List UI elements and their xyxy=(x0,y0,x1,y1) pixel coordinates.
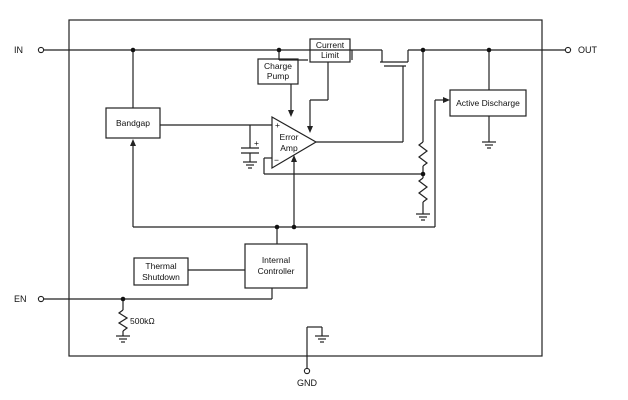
internal-controller-block xyxy=(244,243,308,289)
out-pin-terminal xyxy=(564,46,572,54)
cap-plus-sign: + xyxy=(254,138,259,148)
divider-r2 xyxy=(418,177,428,203)
in-pin-label: IN xyxy=(14,45,23,55)
error-amp-label-1: Error xyxy=(280,132,299,142)
thermal-shutdown-label-1: Thermal xyxy=(145,261,176,271)
pulldown-resistor-label: 500kΩ xyxy=(130,316,155,326)
junction-dot xyxy=(274,224,280,230)
en-pin-label: EN xyxy=(14,294,27,304)
active-discharge-label: Active Discharge xyxy=(456,98,520,108)
thermal-shutdown-label-2: Shutdown xyxy=(142,272,180,282)
thermal-shutdown-block xyxy=(133,257,189,286)
junction-dot xyxy=(120,296,126,302)
in-pin-terminal xyxy=(37,46,45,54)
ad-arrow xyxy=(443,97,450,103)
junction-dot xyxy=(420,47,426,53)
gnd-pin-label: GND xyxy=(297,378,318,388)
amp-minus-sign: − xyxy=(274,155,279,165)
junction-dot xyxy=(130,47,136,53)
active-discharge-block xyxy=(449,89,527,117)
error-amp-label-2: Amp xyxy=(280,143,298,153)
cl-arrow xyxy=(307,126,313,133)
internal-controller-label-1: Internal xyxy=(262,255,290,265)
amp-en-arrow xyxy=(291,155,297,162)
current-limit-label-1: Current xyxy=(316,40,345,50)
en-resistor xyxy=(117,309,129,332)
bandgap-block xyxy=(105,107,161,139)
charge-pump-label-2: Pump xyxy=(267,71,289,81)
current-limit-block xyxy=(309,38,351,63)
bandgap-arrow xyxy=(130,139,136,146)
cp-arrow xyxy=(288,110,294,117)
divider-r1 xyxy=(418,141,428,167)
current-limit-label-2: Limit xyxy=(321,50,340,60)
gnd-pin-terminal xyxy=(303,367,311,375)
amp-plus-sign: + xyxy=(275,120,280,130)
internal-controller-label-2: Controller xyxy=(258,266,295,276)
junction-dot xyxy=(276,47,282,53)
junction-dot xyxy=(291,224,297,230)
bandgap-label: Bandgap xyxy=(116,118,150,128)
en-pin-terminal xyxy=(37,295,45,303)
junction-dot xyxy=(486,47,492,53)
chip-outline xyxy=(68,19,543,357)
charge-pump-block xyxy=(257,58,299,85)
charge-pump-label-1: Charge xyxy=(264,61,292,71)
junction-dot xyxy=(420,171,426,177)
out-pin-label: OUT xyxy=(578,45,598,55)
